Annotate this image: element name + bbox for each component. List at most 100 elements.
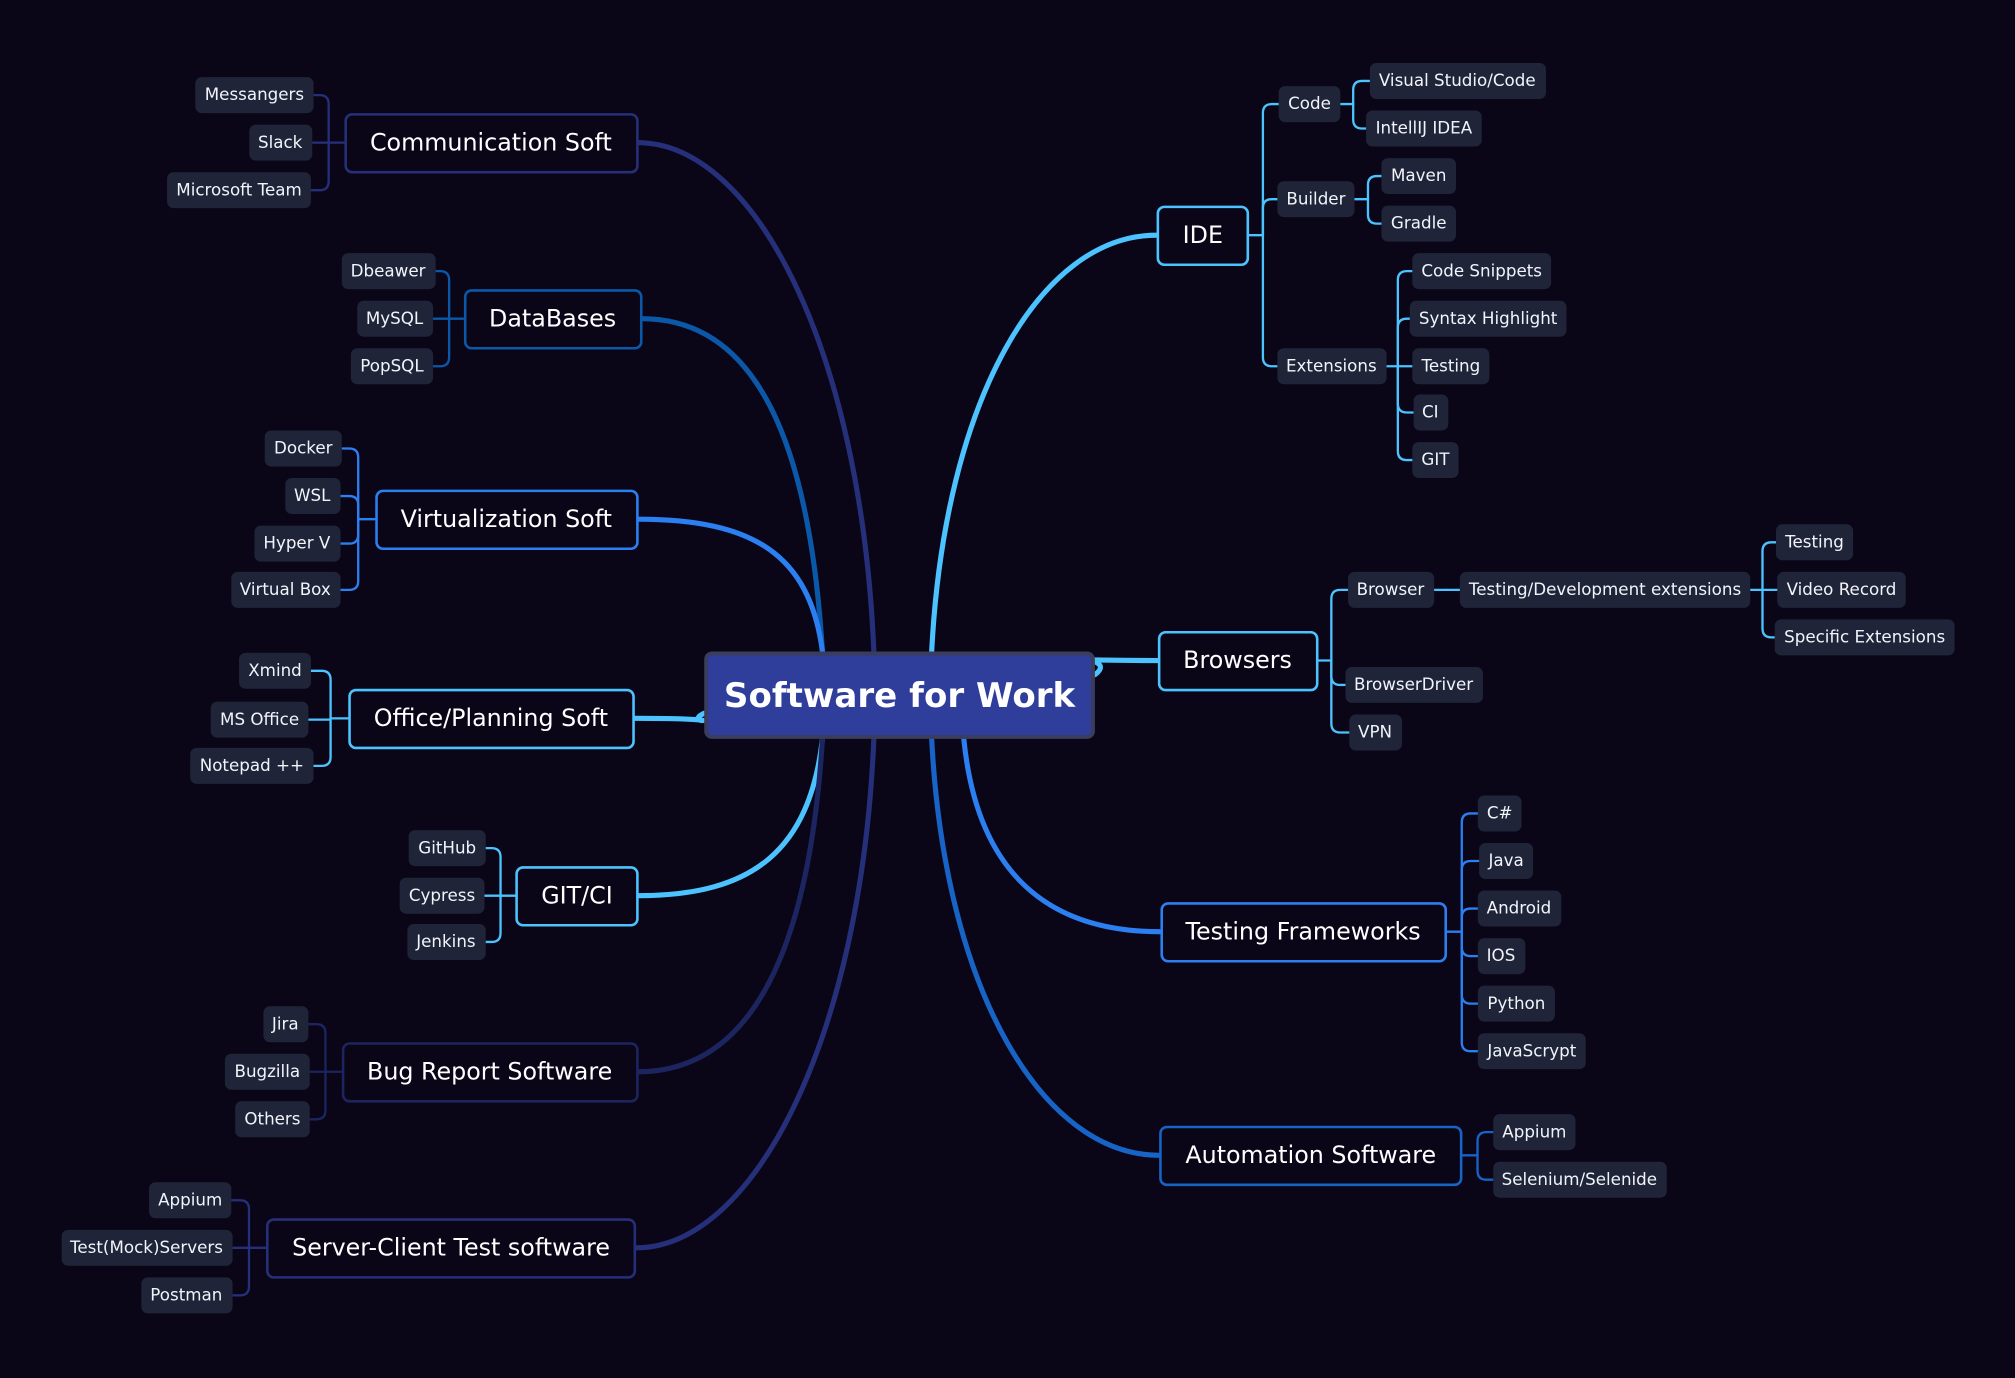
subtopic-selenium-selenide[interactable]: Selenium/Selenide	[1492, 1161, 1667, 1198]
branch-line-server-client-test-software	[633, 736, 877, 1251]
connector-code-visual-studio-code	[1352, 79, 1371, 106]
subtopic-jira[interactable]: Jira	[262, 1006, 308, 1043]
subtopic-popsql[interactable]: PopSQL	[350, 348, 434, 385]
node-label: Testing	[1785, 532, 1844, 552]
subtopic-python[interactable]: Python	[1477, 985, 1555, 1022]
subtopic-browser[interactable]: Browser	[1347, 571, 1434, 608]
subtopic-test-mock-servers[interactable]: Test(Mock)Servers	[61, 1229, 232, 1266]
subtopic-gradle[interactable]: Gradle	[1381, 205, 1456, 242]
connector-git-ci-jenkins	[483, 894, 502, 944]
topic-testing-frameworks[interactable]: Testing Frameworks	[1159, 901, 1447, 962]
branch-line-automation-software	[929, 736, 1162, 1158]
node-label: Software for Work	[723, 675, 1076, 716]
subtopic-builder[interactable]: Builder	[1277, 181, 1355, 218]
subtopic-extensions[interactable]: Extensions	[1276, 348, 1386, 385]
node-label: Bugzilla	[234, 1062, 301, 1082]
node-label: Visual Studio/Code	[1378, 71, 1536, 91]
node-label: Jira	[271, 1014, 299, 1034]
subtopic-appium[interactable]: Appium	[1493, 1114, 1576, 1151]
subtopic-docker[interactable]: Docker	[264, 430, 342, 467]
subtopic-java[interactable]: Java	[1479, 843, 1534, 879]
connector-virtualization-soft-docker	[340, 447, 360, 521]
node-label: Testing/Development extensions	[1468, 580, 1742, 600]
subtopic-testing[interactable]: Testing	[1412, 348, 1490, 385]
subtopic-vpn[interactable]: VPN	[1348, 714, 1402, 751]
connector-server-client-test-software-appium	[230, 1199, 251, 1249]
topic-git-ci[interactable]: GIT/CI	[515, 865, 639, 926]
subtopic-intellij-idea[interactable]: IntellIJ IDEA	[1366, 110, 1482, 147]
subtopic-ios[interactable]: IOS	[1477, 938, 1525, 975]
connector-databases-popsql	[431, 317, 451, 368]
subtopic-appium[interactable]: Appium	[149, 1182, 232, 1219]
subtopic-javascrypt[interactable]: JavaScrypt	[1477, 1033, 1586, 1070]
connector-automation-software-appium	[1476, 1130, 1495, 1157]
root-topic-software-for-work[interactable]: Software for Work	[704, 651, 1095, 739]
subtopic-virtual-box[interactable]: Virtual Box	[230, 571, 340, 608]
subtopic-c[interactable]: C#	[1477, 795, 1522, 832]
node-label: Android	[1486, 898, 1552, 919]
node-label: Video Record	[1786, 580, 1897, 600]
subtopic-visual-studio-code[interactable]: Visual Studio/Code	[1369, 62, 1546, 99]
node-label: IOS	[1486, 946, 1516, 966]
subtopic-ms-office[interactable]: MS Office	[210, 701, 309, 738]
connector-builder-gradle	[1366, 198, 1383, 225]
subtopic-maven[interactable]: Maven	[1381, 158, 1456, 195]
connector-testing-frameworks-python	[1460, 930, 1479, 1005]
node-label: Bug Report Software	[367, 1058, 613, 1086]
subtopic-testing-development-extensions[interactable]: Testing/Development extensions	[1459, 571, 1751, 608]
topic-server-client-test-software[interactable]: Server-Client Test software	[266, 1217, 637, 1279]
branch-line-ide	[929, 232, 1160, 655]
node-label: Code	[1288, 94, 1331, 114]
subtopic-browserdriver[interactable]: BrowserDriver	[1344, 666, 1483, 703]
topic-virtualization-soft[interactable]: Virtualization Soft	[374, 488, 639, 550]
connector-communication-soft-messangers	[312, 93, 330, 144]
subtopic-cypress[interactable]: Cypress	[399, 877, 485, 914]
node-label: WSL	[294, 486, 331, 506]
subtopic-code[interactable]: Code	[1278, 86, 1341, 123]
subtopic-xmind[interactable]: Xmind	[239, 652, 311, 689]
subtopic-dbeawer[interactable]: Dbeawer	[341, 253, 435, 290]
connector-ide-builder	[1261, 198, 1279, 237]
subtopic-git[interactable]: GIT	[1412, 442, 1459, 479]
subtopic-syntax-highlight[interactable]: Syntax Highlight	[1409, 300, 1567, 337]
subtopic-mysql[interactable]: MySQL	[356, 300, 433, 337]
topic-ide[interactable]: IDE	[1156, 204, 1250, 266]
subtopic-others[interactable]: Others	[235, 1101, 310, 1138]
subtopic-testing[interactable]: Testing	[1775, 524, 1854, 561]
subtopic-video-record[interactable]: Video Record	[1777, 571, 1906, 608]
node-label: Specific Extensions	[1784, 627, 1946, 648]
connector-server-client-test-software-postman	[230, 1246, 251, 1297]
topic-databases[interactable]: DataBases	[463, 288, 642, 349]
node-label: IntellIJ IDEA	[1375, 118, 1473, 139]
node-label: Selenium/Selenide	[1501, 1170, 1658, 1190]
subtopic-hyper-v[interactable]: Hyper V	[253, 525, 340, 562]
connector-builder-maven	[1366, 174, 1383, 201]
topic-communication-soft[interactable]: Communication Soft	[343, 112, 639, 173]
connector-automation-software-selenium-selenide	[1476, 1154, 1494, 1181]
subtopic-notepad[interactable]: Notepad ++	[190, 747, 314, 784]
subtopic-postman[interactable]: Postman	[140, 1277, 232, 1314]
node-label: Appium	[158, 1190, 223, 1210]
topic-bug-report-software[interactable]: Bug Report Software	[341, 1041, 639, 1102]
subtopic-ci[interactable]: CI	[1412, 394, 1448, 431]
topic-office-planning-soft[interactable]: Office/Planning Soft	[347, 688, 635, 749]
connector-extensions-git	[1396, 365, 1414, 462]
topic-browsers[interactable]: Browsers	[1157, 630, 1318, 691]
subtopic-microsoft-team[interactable]: Microsoft Team	[167, 172, 311, 209]
node-label: DataBases	[489, 305, 617, 333]
subtopic-bugzilla[interactable]: Bugzilla	[224, 1053, 310, 1090]
topic-automation-software[interactable]: Automation Software	[1159, 1125, 1463, 1186]
subtopic-code-snippets[interactable]: Code Snippets	[1412, 253, 1552, 290]
connector-extensions-code-snippets	[1396, 269, 1414, 368]
subtopic-messangers[interactable]: Messangers	[195, 77, 314, 114]
subtopic-slack[interactable]: Slack	[248, 124, 312, 161]
node-label: Virtualization Soft	[400, 505, 612, 533]
subtopic-github[interactable]: GitHub	[408, 830, 486, 867]
subtopic-wsl[interactable]: WSL	[284, 478, 340, 515]
subtopic-android[interactable]: Android	[1477, 890, 1561, 927]
subtopic-specific-extensions[interactable]: Specific Extensions	[1774, 619, 1955, 656]
node-label: Microsoft Team	[176, 180, 302, 200]
subtopic-jenkins[interactable]: Jenkins	[406, 923, 486, 960]
node-label: Maven	[1391, 166, 1447, 186]
